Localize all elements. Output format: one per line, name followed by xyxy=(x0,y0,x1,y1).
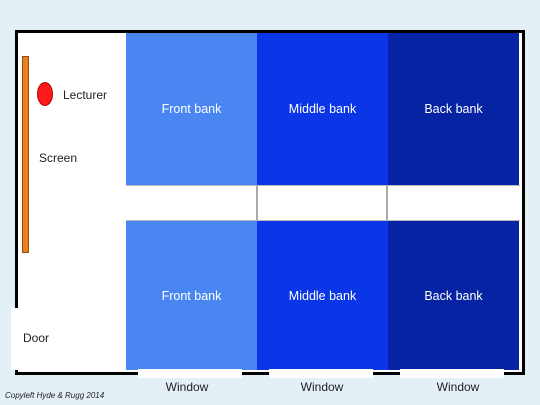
door-label: Door xyxy=(23,331,50,345)
copyleft-notice: Copyleft Hyde & Rugg 2014 xyxy=(5,391,105,400)
bank-front-bottom: Front bank xyxy=(126,221,257,370)
bank-label: Middle bank xyxy=(288,102,357,116)
door-opening xyxy=(11,308,19,370)
bank-label: Front bank xyxy=(161,288,222,303)
bank-label: Front bank xyxy=(161,102,222,116)
aisle-divider xyxy=(386,186,388,220)
bank-back-top: Back bank xyxy=(388,33,519,185)
lecturer-marker xyxy=(37,82,53,106)
window-opening xyxy=(138,369,242,378)
aisle-divider xyxy=(256,186,258,220)
bank-front-top: Front bank xyxy=(126,33,257,185)
bank-label: Back bank xyxy=(424,102,483,116)
window-label: Window xyxy=(436,380,480,394)
lecturer-label: Lecturer xyxy=(63,88,108,102)
window-label: Window xyxy=(165,380,209,394)
bank-label: Back bank xyxy=(424,288,483,303)
bank-middle-top: Middle bank xyxy=(257,33,388,185)
bank-back-bottom: Back bank xyxy=(388,221,519,370)
window-opening xyxy=(269,369,373,378)
window-opening xyxy=(400,369,504,378)
window-label: Window xyxy=(300,380,344,394)
aisle xyxy=(126,185,520,221)
screen-bar xyxy=(22,56,29,253)
screen-label: Screen xyxy=(39,151,78,165)
bank-middle-bottom: Middle bank xyxy=(257,221,388,370)
bank-label: Middle bank xyxy=(288,288,357,303)
